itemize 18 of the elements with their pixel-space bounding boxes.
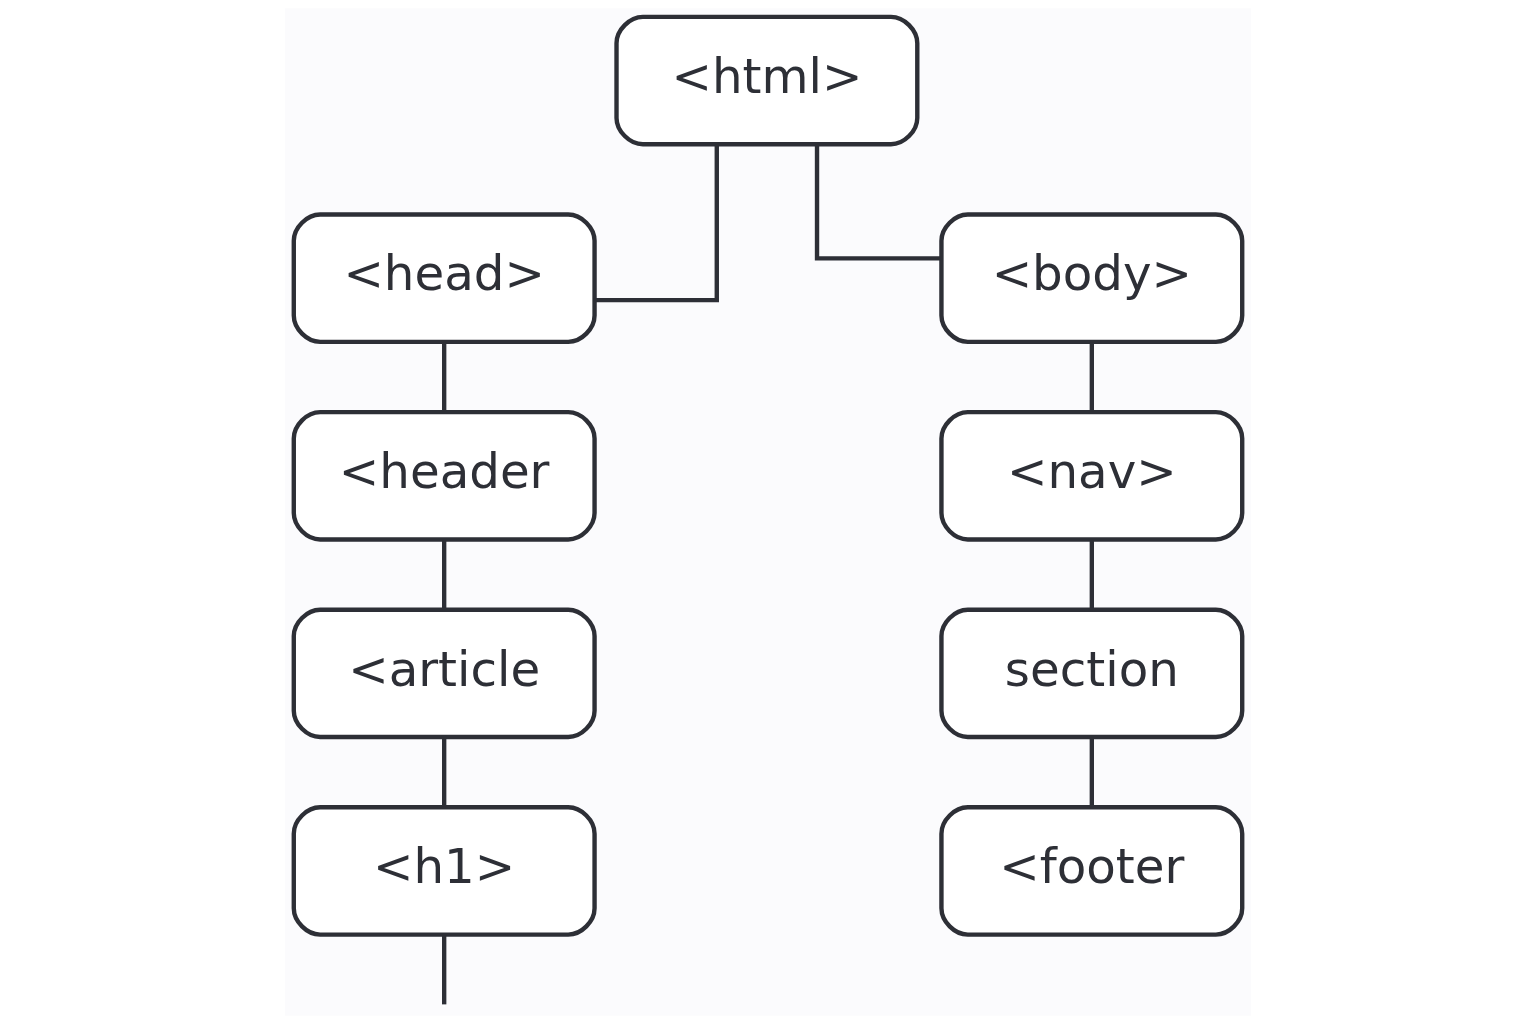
node-box: <html> [614,14,920,147]
node-box: <body> [939,212,1245,345]
node-box: <article [291,607,597,740]
node-box: <head> [291,212,597,345]
node-box: <h1> [291,805,597,937]
node-box: <footer [939,805,1245,937]
connector [1089,540,1095,610]
connector [1089,342,1095,412]
connector [1089,738,1095,807]
connector [441,935,447,1005]
node-box: section [939,607,1245,740]
connector [441,540,447,610]
node-box: <header [291,409,597,542]
connector [441,738,447,807]
connector [814,144,941,261]
node-box: <nav> [939,409,1245,542]
connector [441,342,447,412]
connector [594,144,719,303]
